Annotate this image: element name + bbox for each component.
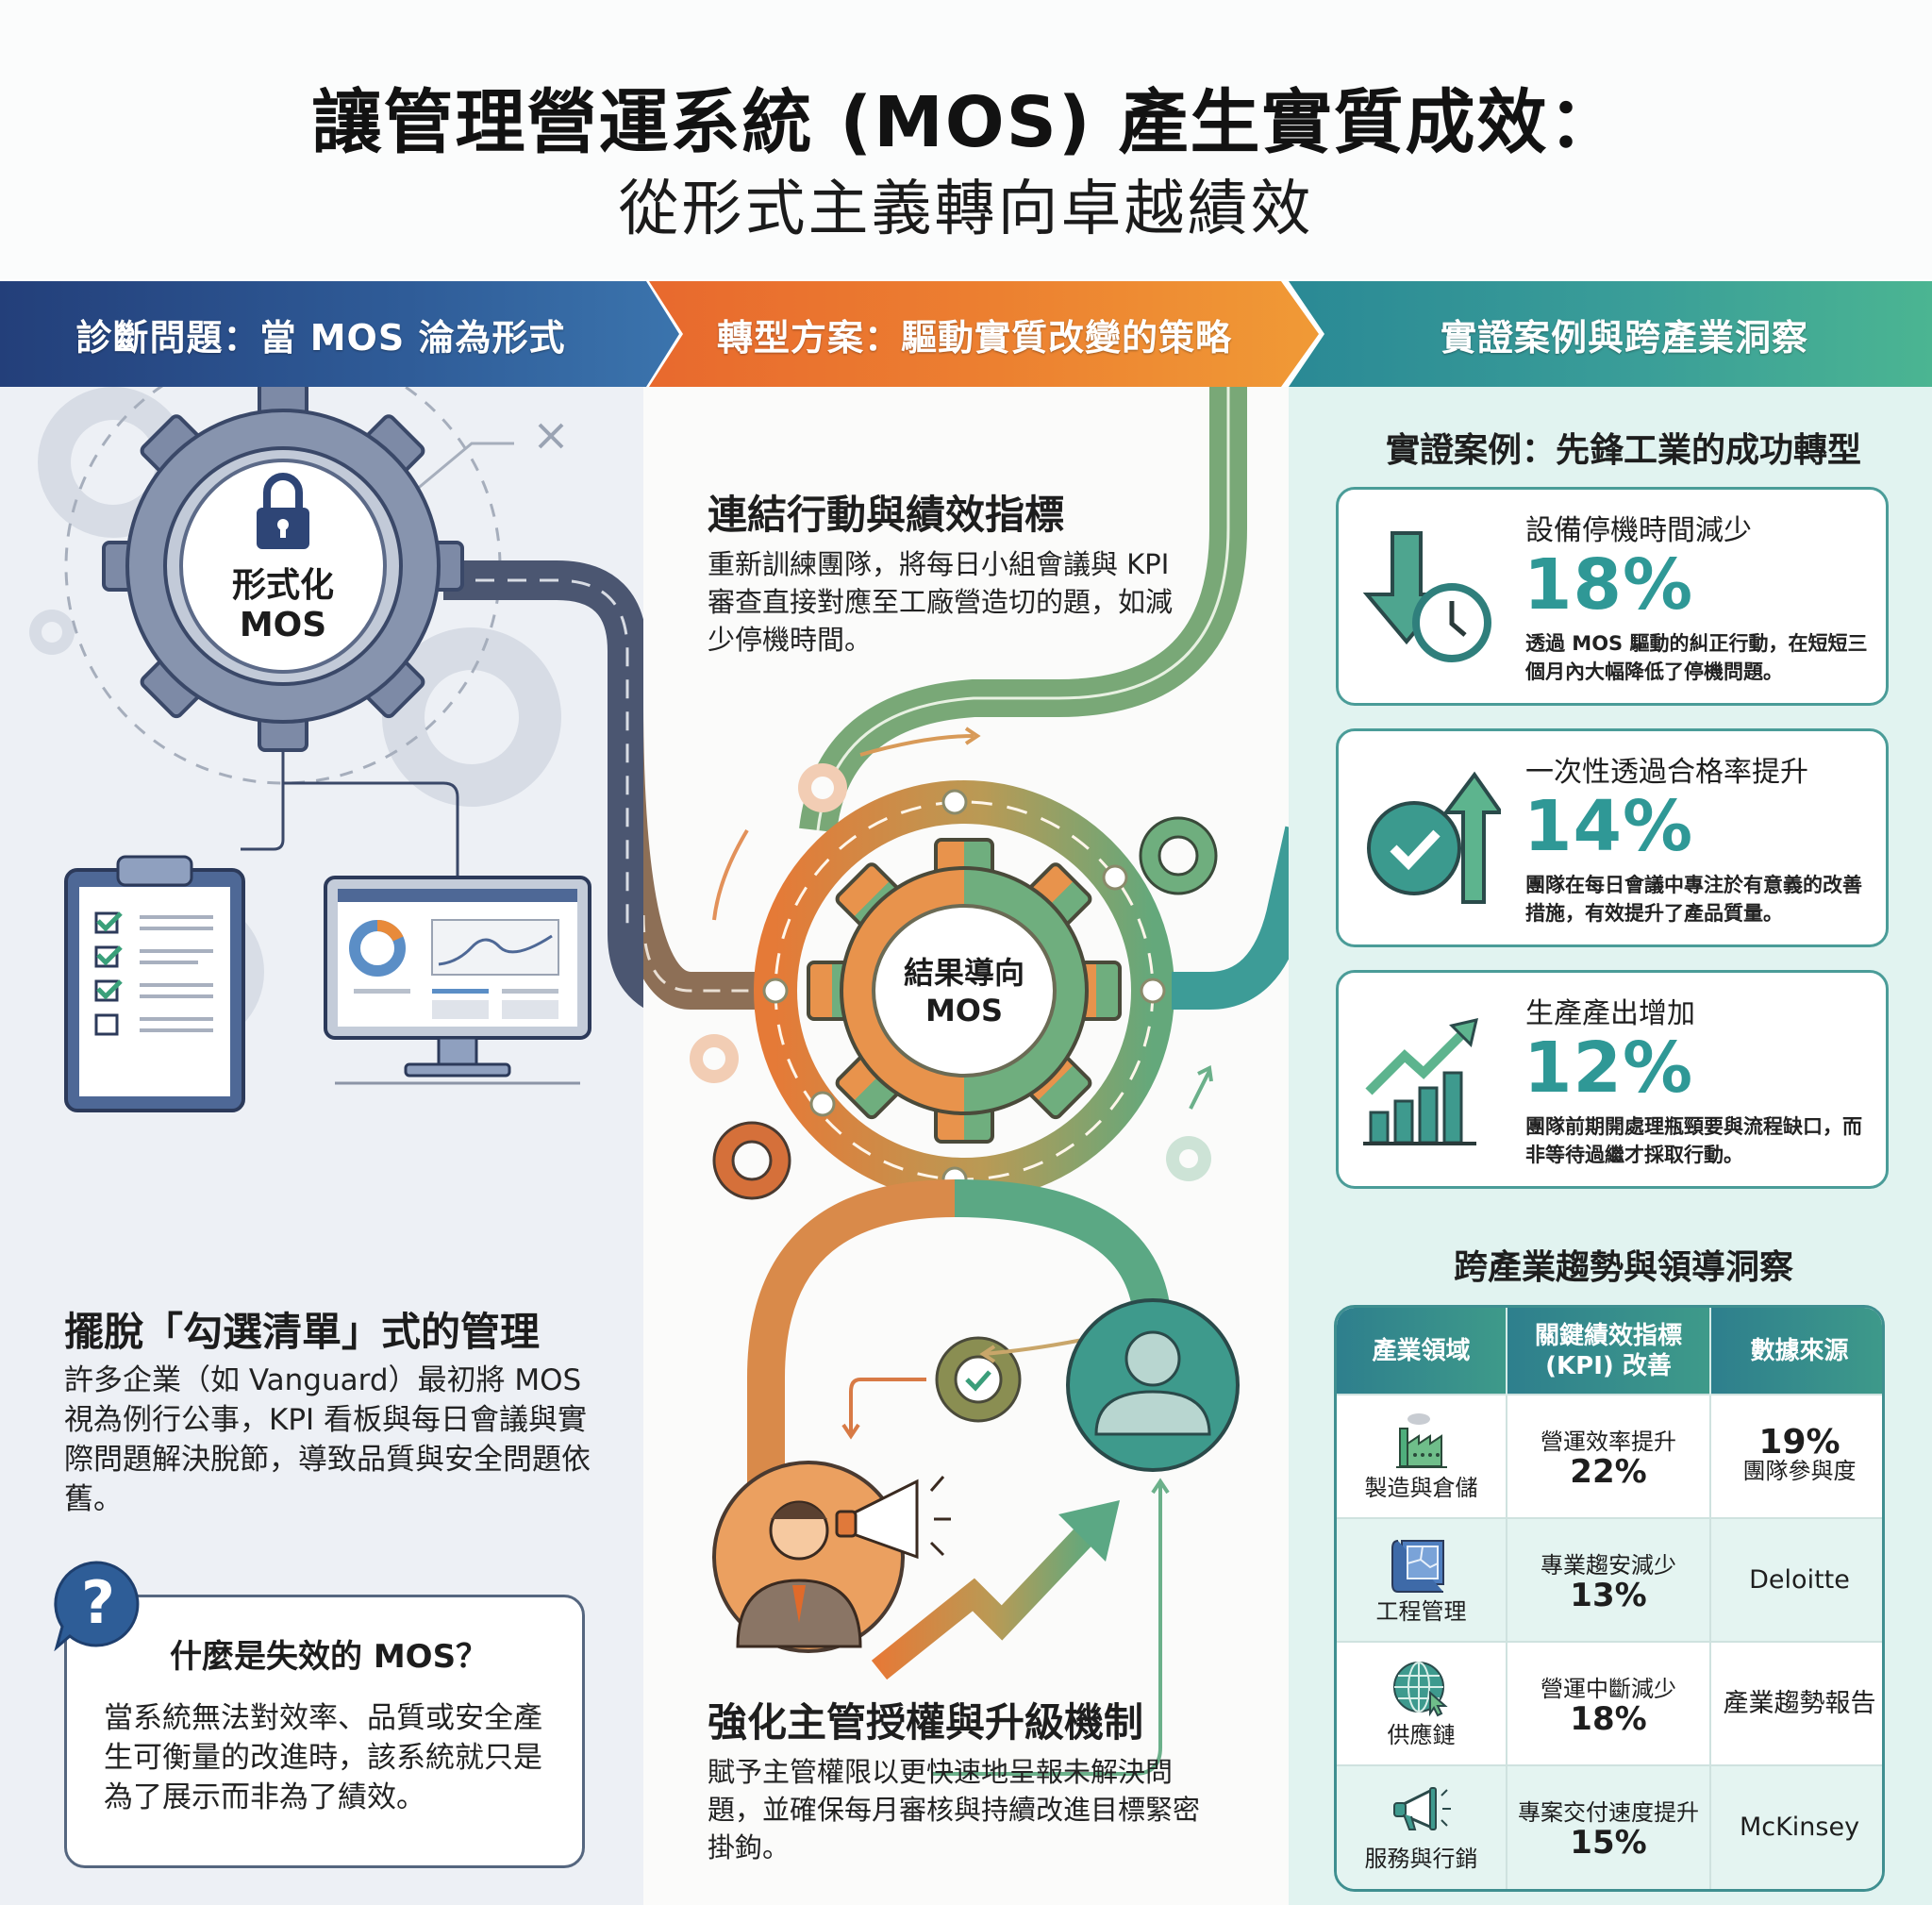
results-mos-label-2: MOS [925,993,1003,1028]
case-label: 一次性透過合格率提升 [1525,756,1808,789]
case-value: 12% [1524,1028,1694,1109]
case-desc: 團隊在每日會議中專注於有意義的改善措施，有效提升了產品質量。 [1525,874,1862,925]
table-row: 工程管理 專業趨安減少 13% Deloitte [1337,1517,1882,1642]
link-actions-heading: 連結行動與績效指標 [708,492,1065,538]
sector-name: 供應鏈 [1387,1721,1456,1748]
trends-title: 跨產業趨勢與領導洞察 [1453,1248,1793,1287]
lock-icon [257,473,309,549]
sector-cell: 服務與行銷 [1337,1764,1507,1889]
dashboard-monitor-icon [324,876,591,1085]
column-header-source: 數據來源 [1710,1308,1882,1395]
transformation-column: 結果導向 MOS [643,387,1289,1905]
case-label: 生產產出增加 [1525,997,1695,1030]
banner-diagnosis: 診斷問題：當 MOS 淪為形式 [0,281,679,387]
table-row: 服務與行銷 專案交付速度提升 15% McKinsey [1337,1764,1882,1889]
kpi-cell: 專業趨安減少 13% [1507,1517,1711,1642]
globe-cursor-icon [1392,1661,1448,1716]
link-actions-body: 重新訓練團隊，將每日小組會議與 KPI 審查直接對應至工廠營造切的題，如減少停機… [708,548,1174,656]
sector-name: 工程管理 [1375,1597,1467,1625]
banner-evidence-label: 實證案例與跨產業洞察 [1440,316,1808,359]
case-desc: 透過 MOS 驅動的糾正行動，在短短三個月內大幅降低了停機問題。 [1525,632,1868,683]
table-header-row: 產業領域 關鍵績效指標 (KPI) 改善 數據來源 [1337,1308,1882,1395]
kpi-cell: 營運中斷減少 18% [1507,1641,1711,1765]
case-card-first-pass-yield: 一次性透過合格率提升 14% 團隊在每日會議中專注於有意義的改善措施，有效提升了… [1336,728,1889,947]
quality-check-arrow-icon [1367,771,1501,904]
case-card-output: 生產產出增加 12% 團隊前期開處理瓶頸要與流程缺口，而非等待過繼才採取行動。 [1336,970,1889,1189]
source-cell: Deloitte [1710,1517,1882,1642]
case-desc: 團隊前期開處理瓶頸要與流程缺口，而非等待過繼才採取行動。 [1525,1115,1862,1166]
kpi-metric: 營運效率提升 [1541,1428,1676,1455]
checklist-management-heading: 擺脫「勾選清單」式的管理 [64,1309,541,1355]
kpi-value: 15% [1570,1824,1647,1862]
banner-diagnosis-label: 診斷問題：當 MOS 淪為形式 [75,316,566,359]
banner-transformation-label: 轉型方案：驅動實質改變的策略 [716,316,1232,359]
results-mos-illustration: 結果導向 MOS [643,387,1289,1776]
kpi-value: 18% [1570,1699,1647,1738]
checklist-management-body: 許多企業（如 Vanguard）最初將 MOS 視為例行公事，KPI 看板與每日… [64,1363,591,1516]
column-header-sector: 產業領域 [1337,1308,1507,1395]
case-value: 18% [1524,544,1694,626]
trends-table: 產業領域 關鍵績效指標 (KPI) 改善 數據來源 [1334,1305,1885,1892]
megaphone-icon [835,1476,951,1560]
diagnosis-column: 形式化 MOS [0,387,643,1905]
source-sub: 團隊參與度 [1742,1457,1857,1484]
formal-mos-label-1: 形式化 [232,566,334,605]
page-subtitle: 從形式主義轉向卓越績效 [618,175,1314,244]
source-cell: McKinsey [1710,1764,1882,1889]
growth-arrow-icon [871,1525,1096,1680]
page-title: 讓管理營運系統 (MOS) 產生實質成效： [311,82,1621,163]
kpi-value: 22% [1570,1452,1647,1491]
growth-bar-chart-icon [1363,1017,1479,1145]
supervisor-avatar [712,1461,905,1653]
sector-cell: 供應鏈 [1337,1641,1507,1765]
formal-gear-icon [102,387,464,752]
kpi-metric: 專案交付速度提升 [1518,1799,1699,1826]
source-cell: 19% 團隊參與度 [1710,1394,1882,1518]
small-gear-icon [690,763,1218,1423]
kpi-value: 13% [1570,1576,1647,1614]
banner-transformation: 轉型方案：驅動實質改變的策略 [649,281,1319,387]
case-card-downtime: 設備停機時間減少 18% 透過 MOS 驅動的糾正行動，在短短三個月內大幅降低了… [1336,487,1889,706]
table-row: 供應鏈 營運中斷減少 18% 產業趨勢報告 [1337,1641,1882,1765]
kpi-cell: 專案交付速度提升 15% [1507,1764,1711,1889]
blueprint-icon [1391,1539,1444,1593]
sector-cell: 工程管理 [1337,1517,1507,1642]
source-cell: 產業趨勢報告 [1710,1641,1882,1765]
case-label: 設備停機時間減少 [1525,514,1752,547]
table-row: 製造與倉儲 營運效率提升 22% 19% 團隊參與度 [1337,1394,1882,1518]
svg-text:?: ? [81,1568,115,1637]
sector-name: 製造與倉儲 [1364,1474,1478,1501]
failed-mos-title: 什麼是失效的 MOS？ [170,1638,489,1676]
source-name: 產業趨勢報告 [1723,1688,1876,1718]
case-value: 14% [1524,786,1694,867]
x-mark-icon [538,423,564,449]
results-gear-icon [807,838,1122,1144]
column-header-kpi: 關鍵績效指標 (KPI) 改善 [1507,1308,1711,1395]
failed-mos-callout [64,1595,585,1868]
formal-mos-label-2: MOS [240,606,326,644]
downtime-clock-arrow-icon [1362,531,1491,662]
kpi-metric: 專業趨安減少 [1541,1551,1676,1579]
sector-cell: 製造與倉儲 [1337,1394,1507,1518]
title-area: 讓管理營運系統 (MOS) 產生實質成效： 從形式主義轉向卓越績效 [0,0,1932,279]
checklist-clipboard-icon [64,855,245,1112]
manager-avatar [1066,1298,1240,1472]
empower-managers-heading: 強化主管授權與升級機制 [708,1699,1144,1746]
kpi-metric: 營運中斷減少 [1541,1675,1676,1702]
source-name: Deloitte [1749,1564,1850,1595]
case-study-title: 實證案例：先鋒工業的成功轉型 [1385,431,1861,470]
question-mark-icon: ? [54,1561,140,1651]
formal-mos-illustration: 形式化 MOS [29,387,643,1112]
factory-icon [1395,1412,1447,1468]
kpi-cell: 營運效率提升 22% [1507,1394,1711,1518]
evidence-column: 實證案例：先鋒工業的成功轉型 設備停機時間減少 18% 透過 MOS 驅動的糾正… [1289,387,1932,1905]
banner-evidence: 實證案例與跨產業洞察 [1289,281,1932,387]
sector-name: 服務與行銷 [1364,1846,1478,1872]
source-name: McKinsey [1739,1813,1860,1842]
results-mos-label-1: 結果導向 [904,955,1024,991]
empower-managers-body: 賦予主管權限以更快速地呈報未解決問題，並確保每月審核與持續改進目標緊密掛鉤。 [708,1756,1201,1863]
megaphone-icon [1392,1787,1451,1830]
source-value: 19% [1758,1422,1840,1462]
failed-mos-body: 當系統無法對效率、品質或安全產生可衡量的改進時，該系統就只是為了展示而非為了績效… [104,1701,542,1814]
